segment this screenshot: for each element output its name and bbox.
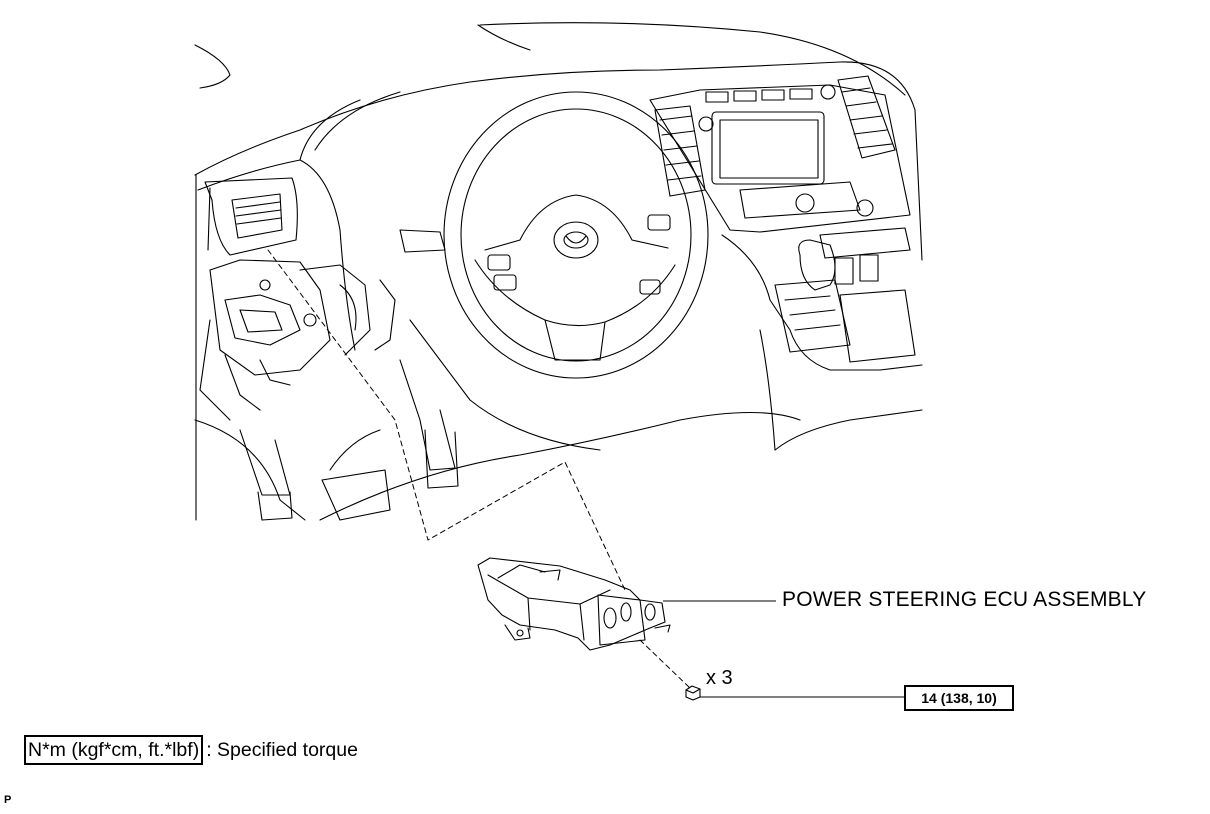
power-steering-ecu-assembly bbox=[477, 557, 671, 651]
dashboard-contour bbox=[194, 61, 923, 521]
part-name-callout: POWER STEERING ECU ASSEMBLY bbox=[782, 588, 1147, 611]
reference-dashed-lines bbox=[267, 249, 693, 691]
corner-mark: P bbox=[4, 794, 12, 806]
torque-value-box: 14 (138, 10) bbox=[904, 685, 1014, 711]
left-air-vent bbox=[204, 177, 298, 256]
pedals bbox=[239, 359, 459, 521]
leader-lines bbox=[663, 600, 904, 698]
quantity-callout: x 3 bbox=[706, 667, 733, 689]
bolt bbox=[685, 685, 701, 701]
steering-column-mechanism bbox=[199, 259, 396, 421]
windshield-lines bbox=[194, 22, 906, 96]
shift-lever bbox=[774, 239, 916, 363]
torque-legend: N*m (kgf*cm, ft.*lbf) : Specified torque bbox=[24, 735, 358, 765]
torque-legend-text: : Specified torque bbox=[206, 738, 358, 761]
torque-unit-box: N*m (kgf*cm, ft.*lbf) bbox=[24, 735, 204, 765]
center-console bbox=[649, 75, 911, 285]
steering-wheel bbox=[399, 91, 709, 379]
